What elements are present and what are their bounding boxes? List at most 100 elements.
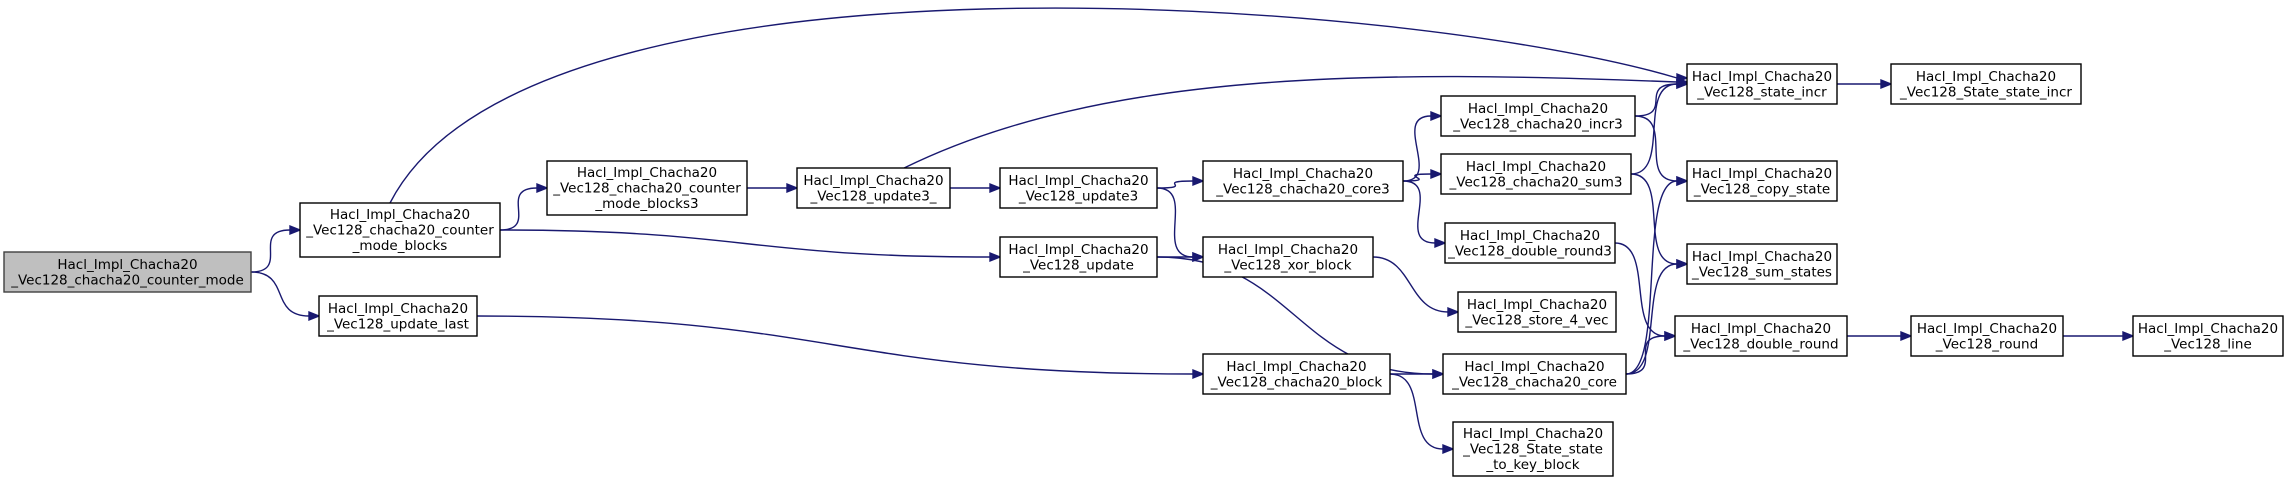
arrowhead <box>1434 237 1447 249</box>
node-label: _Vec128_chacha20_counter <box>552 181 741 197</box>
node-box <box>546 160 748 216</box>
node-copy-state[interactable]: Hacl_Impl_Chacha20_Vec128_copy_state <box>1686 160 1838 202</box>
edge-line <box>1156 187 1194 258</box>
node-state-to-key-block[interactable]: Hacl_Impl_Chacha20_Vec128_State_state_to… <box>1452 421 1614 477</box>
arrowhead <box>1442 443 1455 455</box>
node-label: Hacl_Impl_Chacha20 <box>1460 228 1600 244</box>
node-core[interactable]: Hacl_Impl_Chacha20_Vec128_chacha20_core <box>1442 353 1627 395</box>
node-label: _Vec128_update <box>1022 257 1134 273</box>
node-label: Hacl_Impl_Chacha20 <box>1226 359 1366 375</box>
node-label: Hacl_Impl_Chacha20 <box>1218 242 1358 258</box>
edge-line <box>250 271 310 317</box>
node-label: Hacl_Impl_Chacha20 <box>1692 69 1832 85</box>
node-box <box>1686 63 1838 105</box>
node-box <box>1444 222 1616 264</box>
node-box <box>1686 160 1838 202</box>
node-double-round3[interactable]: Hacl_Impl_Chacha20_Vec128_double_round3 <box>1444 222 1616 264</box>
node-label: Hacl_Impl_Chacha20 <box>1008 242 1148 258</box>
node-update[interactable]: Hacl_Impl_Chacha20_Vec128_update <box>999 236 1158 278</box>
node-box <box>1457 291 1617 333</box>
node-box <box>1202 160 1404 202</box>
node-sum-states[interactable]: Hacl_Impl_Chacha20_Vec128_sum_states <box>1686 243 1838 285</box>
node-chacha20-block[interactable]: Hacl_Impl_Chacha20_Vec128_chacha20_block <box>1202 353 1391 395</box>
edges-layer <box>250 7 2135 455</box>
arrowhead <box>536 182 549 194</box>
edge-counter-mode-blocks-to-update <box>499 229 1002 263</box>
node-box <box>1202 353 1391 395</box>
node-line[interactable]: Hacl_Impl_Chacha20_Vec128_line <box>2132 315 2284 357</box>
edge-line <box>1634 115 1678 182</box>
node-label: _Vec128_store_4_vec <box>1464 312 1608 328</box>
node-update-last[interactable]: Hacl_Impl_Chacha20_Vec128_update_last <box>318 295 478 337</box>
edge-core-to-sum-states <box>1625 258 1689 375</box>
node-label: _Vec128_sum_states <box>1691 264 1832 280</box>
node-update3-[interactable]: Hacl_Impl_Chacha20_Vec128_update3_ <box>796 167 951 209</box>
node-label: _Vec128_copy_state <box>1693 181 1830 197</box>
edge-xor-block-to-store-4-vec <box>1372 256 1460 318</box>
node-store-4-vec[interactable]: Hacl_Impl_Chacha20_Vec128_store_4_vec <box>1457 291 1617 333</box>
nodes-layer: Hacl_Impl_Chacha20_Vec128_chacha20_count… <box>3 63 2284 477</box>
node-label: Hacl_Impl_Chacha20 <box>577 165 717 181</box>
node-label: _Vec128_chacha20_core <box>1451 374 1617 390</box>
node-box <box>999 167 1158 209</box>
edge-state-incr-to-State-state-incr <box>1837 78 1893 90</box>
edge-line <box>1625 263 1678 375</box>
edge-line <box>903 75 1678 169</box>
edge-line <box>1630 83 1678 175</box>
arrowhead <box>786 182 799 194</box>
edge-counter-mode-blocks-to-counter-mode-blocks3 <box>499 182 549 231</box>
node-state-incr[interactable]: Hacl_Impl_Chacha20_Vec128_state_incr <box>1686 63 1838 105</box>
node-State-state-incr[interactable]: Hacl_Impl_Chacha20_Vec128_State_state_in… <box>1890 63 2082 105</box>
node-core3[interactable]: Hacl_Impl_Chacha20_Vec128_chacha20_core3 <box>1202 160 1404 202</box>
node-box <box>299 202 501 258</box>
edge-sum3-to-sum-states <box>1630 173 1689 270</box>
node-label: _Vec128_state_incr <box>1696 84 1827 100</box>
edge-core-to-double-round <box>1625 330 1677 375</box>
arrowhead <box>1432 368 1445 380</box>
node-box <box>1440 153 1632 195</box>
node-counter-mode-blocks3[interactable]: Hacl_Impl_Chacha20_Vec128_chacha20_count… <box>546 160 748 216</box>
node-incr3[interactable]: Hacl_Impl_Chacha20_Vec128_chacha20_incr3 <box>1440 95 1636 137</box>
node-xor-block[interactable]: Hacl_Impl_Chacha20_Vec128_xor_block <box>1202 236 1374 278</box>
node-counter-mode[interactable]: Hacl_Impl_Chacha20_Vec128_chacha20_count… <box>3 251 252 293</box>
node-label: Hacl_Impl_Chacha20 <box>1008 173 1148 189</box>
arrowhead <box>1880 78 1893 90</box>
edge-update3-to-xor-block <box>1156 187 1205 263</box>
edge-counter-mode-to-counter-mode-blocks <box>250 224 302 273</box>
node-label: _mode_blocks3 <box>594 196 698 212</box>
edge-line <box>1630 173 1678 265</box>
edge-core3-to-sum3 <box>1402 168 1443 182</box>
node-label: Hacl_Impl_Chacha20 <box>1692 166 1832 182</box>
edge-sum3-to-state-incr <box>1630 78 1689 175</box>
arrowhead <box>989 182 1002 194</box>
edge-line <box>499 187 538 231</box>
node-label: Hacl_Impl_Chacha20 <box>1464 359 1604 375</box>
node-label: _Vec128_update3_ <box>809 188 936 204</box>
node-box <box>1442 353 1627 395</box>
node-label: _Vec128_line <box>2163 336 2252 352</box>
edge-line <box>250 229 291 273</box>
arrowhead <box>1676 175 1689 187</box>
arrowhead <box>1192 175 1205 187</box>
node-label: _Vec128_double_round <box>1682 336 1838 352</box>
node-counter-mode-blocks[interactable]: Hacl_Impl_Chacha20_Vec128_chacha20_count… <box>299 202 501 258</box>
node-sum3[interactable]: Hacl_Impl_Chacha20_Vec128_chacha20_sum3 <box>1440 153 1632 195</box>
edge-update-last-to-chacha20-block <box>476 315 1205 380</box>
arrowhead <box>1430 168 1443 180</box>
node-label: _Vec128_xor_block <box>1223 257 1351 273</box>
node-update3[interactable]: Hacl_Impl_Chacha20_Vec128_update3 <box>999 167 1158 209</box>
node-label: _Vec128_round <box>1935 336 2038 352</box>
node-label: Hacl_Impl_Chacha20 <box>2138 321 2278 337</box>
node-label: Hacl_Impl_Chacha20 <box>1692 249 1832 265</box>
node-label: Hacl_Impl_Chacha20 <box>1468 101 1608 117</box>
node-label: _Vec128_double_round3 <box>1447 243 1612 259</box>
node-round[interactable]: Hacl_Impl_Chacha20_Vec128_round <box>1910 315 2064 357</box>
node-box <box>318 295 478 337</box>
node-label: _Vec128_State_state_incr <box>1899 84 2072 100</box>
node-label: Hacl_Impl_Chacha20 <box>1233 166 1373 182</box>
node-box <box>1202 236 1374 278</box>
node-label: _Vec128_chacha20_counter_mode <box>10 272 244 288</box>
node-label: Hacl_Impl_Chacha20 <box>1463 426 1603 442</box>
node-double-round[interactable]: Hacl_Impl_Chacha20_Vec128_double_round <box>1674 315 1848 357</box>
